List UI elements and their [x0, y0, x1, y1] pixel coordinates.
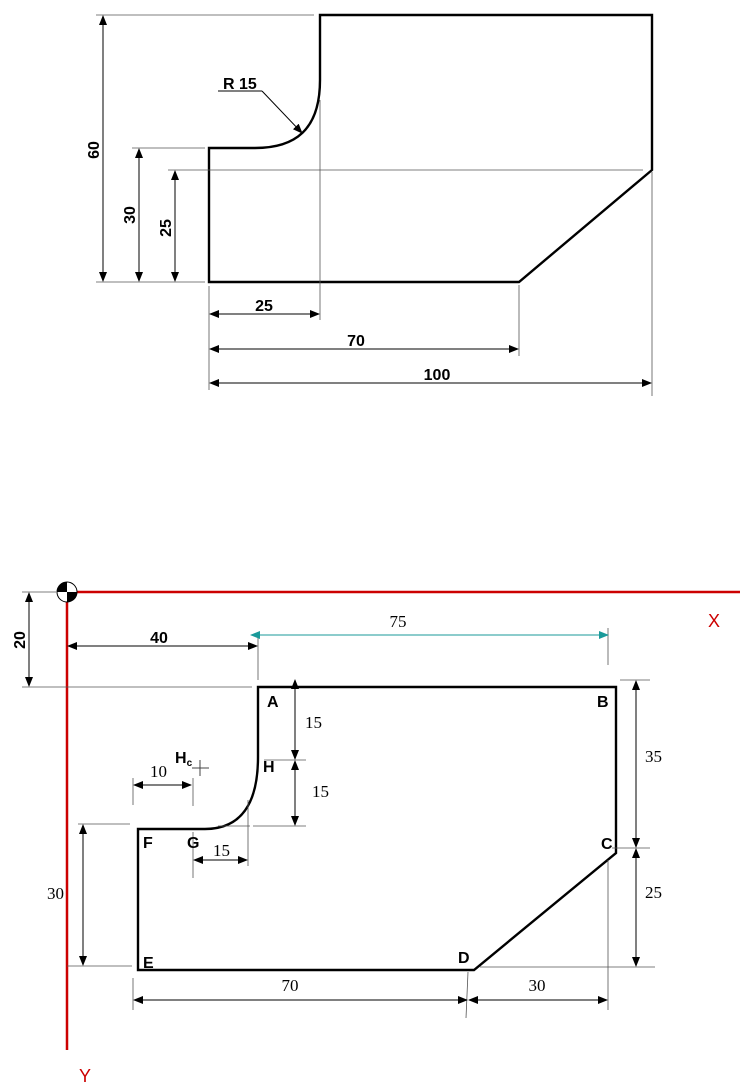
label-30-vertical: 30 [47, 884, 64, 903]
point-d-label: D [458, 950, 470, 967]
label-20: 20 [12, 631, 29, 649]
extension-lines [96, 14, 653, 396]
point-b-label: B [597, 694, 609, 711]
hc-center-mark-icon [192, 760, 209, 776]
origin-symbol-icon [56, 581, 78, 603]
point-hc-label: Hc [175, 750, 193, 769]
label-25: 25 [645, 883, 662, 902]
label-60: 60 [86, 141, 103, 159]
point-e-label: E [143, 955, 154, 972]
extension-lines [22, 591, 655, 1019]
point-h-label: H [263, 759, 275, 776]
label-70: 70 [282, 976, 299, 995]
label-40: 40 [150, 630, 168, 647]
radius-label: R 15 [223, 76, 257, 93]
point-c-label: C [601, 836, 613, 853]
label-30-horizontal: 30 [529, 976, 546, 995]
label-15-g: 15 [213, 841, 230, 860]
label-w25: 25 [255, 298, 273, 315]
label-30: 30 [122, 206, 139, 224]
label-10: 10 [150, 762, 167, 781]
point-a-label: A [267, 694, 279, 711]
label-25: 25 [158, 219, 175, 237]
point-g-label: G [187, 835, 199, 852]
label-35: 35 [645, 747, 662, 766]
label-w70: 70 [347, 333, 365, 350]
label-w100: 100 [424, 367, 451, 384]
x-axis-label: X [708, 611, 720, 631]
label-15-hg: 15 [312, 782, 329, 801]
bottom-coordinate-drawing: X Y 20 40 75 [12, 581, 740, 1086]
part-outline-abcdefgh [136, 685, 618, 972]
y-axis-label: Y [79, 1066, 91, 1086]
top-part-drawing: 60 30 25 25 70 100 R 15 [86, 13, 654, 396]
label-15-ah: 15 [305, 713, 322, 732]
point-f-label: F [143, 835, 153, 852]
part-outline [207, 13, 654, 284]
radius-leader-arrow [261, 90, 303, 134]
label-75: 75 [390, 612, 407, 631]
